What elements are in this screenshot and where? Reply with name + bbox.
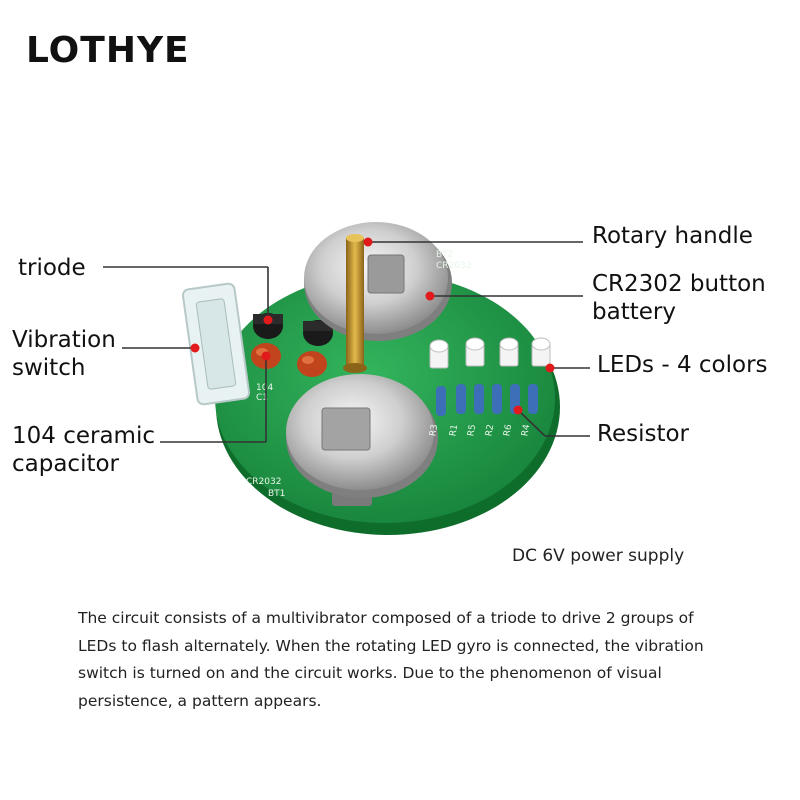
label-rotary-handle: Rotary handle: [592, 223, 753, 249]
battery-top: [304, 222, 452, 341]
callout-dot-leds: [545, 363, 555, 373]
callout-dot-rotary: [363, 237, 373, 247]
silk-capacitor-ref: C1: [256, 393, 268, 403]
silk-top-battery-ref: BT2: [436, 250, 453, 260]
triode-2: [303, 320, 333, 346]
led-4: [531, 337, 551, 367]
ceramic-capacitor-2: [297, 351, 327, 377]
label-triode: triode: [18, 255, 86, 281]
callout-dot-vibration: [190, 343, 200, 353]
silkscreen: CR2032 BT2 CR2032 BT1 104 C1 R3 R1 R5 R2…: [246, 250, 532, 499]
vibration-switch: [181, 282, 251, 406]
led-2: [465, 337, 485, 367]
silk-capacitor-value: 104: [256, 383, 273, 393]
silk-bottom-battery-ref: BT1: [268, 489, 285, 499]
silk-resistor-ref: R3: [428, 424, 440, 438]
battery-bottom: [286, 374, 438, 506]
silk-resistor-ref: R6: [502, 423, 514, 437]
brand-logo: LOTHYE: [26, 30, 190, 71]
callout-line-resistor: [517, 409, 546, 437]
callout-dot-resistor: [513, 405, 523, 415]
silk-resistor-ref: R4: [520, 423, 532, 437]
callout-dot-capacitor: [261, 351, 271, 361]
power-supply-note: DC 6V power supply: [512, 546, 685, 566]
silk-resistor-ref: R2: [484, 424, 496, 438]
label-resistor: Resistor: [597, 421, 689, 447]
callout-dot-battery: [425, 291, 435, 301]
callout-dot-triode: [263, 315, 273, 325]
silk-bottom-battery: CR2032: [246, 477, 281, 487]
callout-lines: [103, 241, 590, 443]
led-row: [429, 337, 551, 369]
silk-resistor-ref: R1: [448, 424, 460, 438]
silk-resistor-ref: R5: [466, 424, 478, 438]
led-3: [499, 337, 519, 367]
led-1: [429, 339, 449, 369]
label-leds: LEDs - 4 colors: [597, 352, 768, 378]
silk-top-battery: CR2032: [436, 261, 471, 271]
description-paragraph: The circuit consists of a multivibrator …: [78, 609, 704, 710]
callout-dots: [190, 237, 555, 415]
rotary-handle-shaft: [343, 234, 367, 373]
